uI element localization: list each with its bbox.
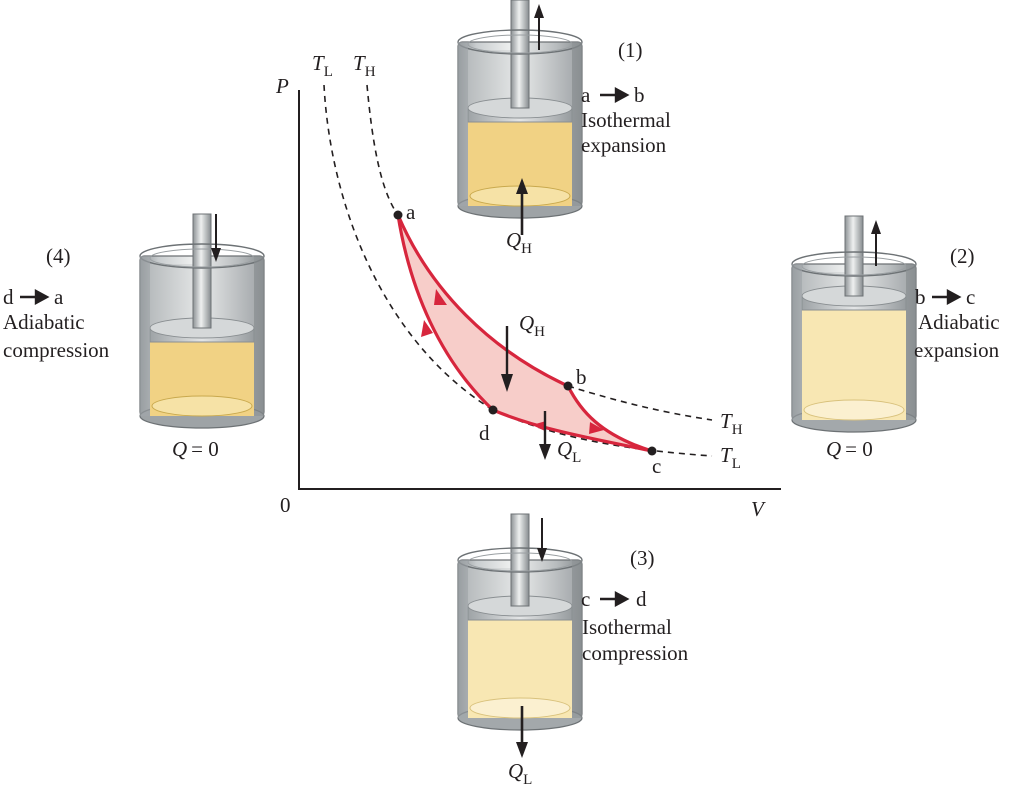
step-2-process-arrow <box>932 288 962 306</box>
cylinder-step-1 <box>457 0 583 235</box>
step-3-line1: Isothermal <box>582 615 672 639</box>
step-4-process-to: a <box>54 285 64 309</box>
cycle-area <box>398 215 652 451</box>
isotherm-high-top-label: TH <box>353 51 376 80</box>
step-4-process-arrow <box>20 288 50 306</box>
arrow-c-d <box>532 421 546 431</box>
step-2-heat-label: Q= 0 <box>826 437 873 461</box>
isotherm-high-curve <box>366 84 713 421</box>
step-1-line1: Isothermal <box>581 108 671 132</box>
state-label-d: d <box>479 421 490 445</box>
step-4-line1: Adiabatic <box>3 310 85 334</box>
step-4-number: (4) <box>46 244 71 268</box>
arrow-b-c <box>589 422 604 434</box>
state-point-d <box>488 405 498 415</box>
y-axis-label: P <box>275 74 289 98</box>
step-4-process: d <box>3 285 14 309</box>
segment-c-d <box>492 408 653 453</box>
heat-in-arrow <box>501 326 513 392</box>
isotherm-low-top-label: TL <box>312 51 333 80</box>
step-4-heat-label: Q= 0 <box>172 437 219 461</box>
step-1-process: a <box>581 83 591 107</box>
step-3-heat-label: QL <box>508 759 532 788</box>
heat-out-arrow <box>539 411 551 460</box>
state-point-b <box>563 381 573 391</box>
cylinder-step-3 <box>457 513 583 758</box>
step-2-process-to: c <box>966 285 975 309</box>
state-label-b: b <box>576 365 587 389</box>
segment-b-c <box>566 385 653 453</box>
state-point-c <box>647 446 657 456</box>
pv-graph: P V 0 TL TH TH TL a b c d <box>275 51 781 521</box>
state-label-c: c <box>652 454 661 478</box>
step-3-process: c <box>581 587 590 611</box>
x-axis-label: V <box>751 497 766 521</box>
origin-label: 0 <box>280 493 291 517</box>
cylinder-step-2 <box>791 215 917 433</box>
step-1-heat-label: QH <box>506 228 532 257</box>
step-1-process-to: b <box>634 83 645 107</box>
step-2-number: (2) <box>950 244 975 268</box>
heat-out-label: QL <box>557 437 581 466</box>
step-2-line1: Adiabatic <box>918 310 1000 334</box>
segment-a-b <box>396 214 569 388</box>
step-3-process-to: d <box>636 587 647 611</box>
step-1-line2: expansion <box>581 133 667 157</box>
step-3-number: (3) <box>630 546 655 570</box>
step-2-process: b <box>915 285 926 309</box>
state-point-a <box>393 210 403 220</box>
step-4-line2: compression <box>3 338 110 362</box>
segment-d-a <box>396 214 495 412</box>
step-3-line2: compression <box>582 641 689 665</box>
isotherm-high-right-label: TH <box>720 409 743 438</box>
step-1-process-arrow <box>600 86 630 104</box>
step-1-number: (1) <box>618 38 643 62</box>
arrow-a-b <box>434 289 447 305</box>
step-3-process-arrow <box>600 590 630 608</box>
arrow-d-a <box>421 320 433 337</box>
heat-in-label: QH <box>519 311 545 340</box>
isotherm-low-right-label: TL <box>720 443 741 472</box>
cylinder-step-4 <box>139 213 265 429</box>
step-2-line2: expansion <box>914 338 1000 362</box>
state-label-a: a <box>406 200 416 224</box>
